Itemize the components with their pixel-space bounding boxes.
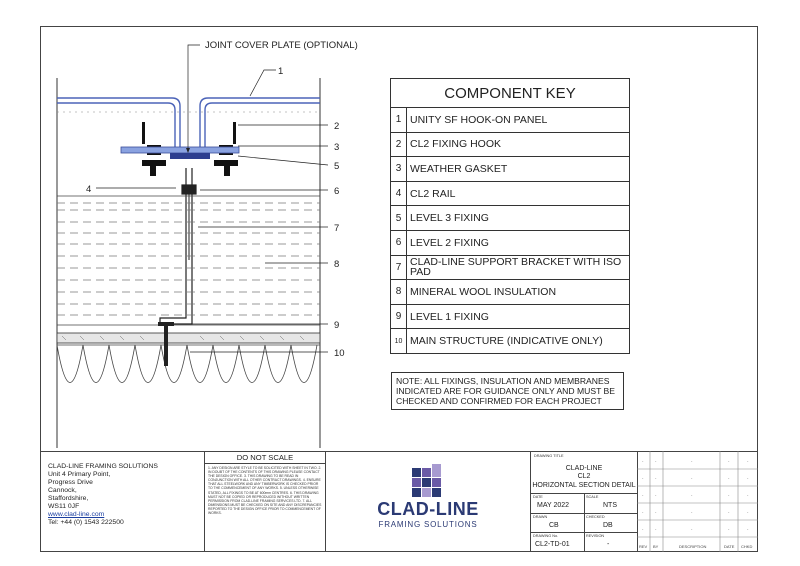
clad-line-logo: CLAD-LINE FRAMING SOLUTIONS [326, 452, 530, 551]
callout-6: 6 [334, 186, 339, 197]
title-line-1: CLAD-LINE [565, 465, 603, 472]
level-1-fixing [158, 322, 174, 366]
title-line-2: CL2 [577, 473, 591, 481]
company-block: CLAD-LINE FRAMING SOLUTIONS Unit 4 Prima… [48, 463, 158, 526]
hook-on-panel-right [199, 97, 320, 158]
callout-8: 8 [334, 259, 339, 270]
drawing-title-block: DRAWING TITLE CLAD-LINE CL2 HORIZONTAL S… [531, 451, 637, 552]
callout-3: 3 [334, 142, 339, 153]
checked-by-value: DB [603, 522, 613, 529]
revision-table [637, 451, 758, 552]
callout-4: 4 [86, 184, 91, 195]
do-not-scale-box: DO NOT SCALE 1. ANY DESIGN ARE STYLE TO … [205, 451, 325, 552]
callout-10: 10 [334, 348, 345, 359]
logo-brand: CLAD-LINE [377, 499, 479, 519]
title-block-top-rule [40, 451, 758, 452]
revision-table-text: REV BY DESCRIPTION DATE CHKD - - - - - -… [639, 458, 753, 549]
logo-mark-icon [412, 464, 441, 497]
company-name: CLAD-LINE FRAMING SOLUTIONS [48, 463, 158, 470]
callout-1: 1 [278, 66, 283, 77]
callout-9: 9 [334, 320, 339, 331]
revision-value: - [607, 541, 610, 548]
drawing-number-value: CL2-TD-01 [535, 541, 570, 548]
scale-value: NTS [603, 502, 617, 509]
support-bracket [159, 168, 197, 325]
joint-cover-plate [170, 153, 210, 159]
mineral-wool-insulation [57, 202, 320, 316]
guidance-note: NOTE: ALL FIXINGS, INSULATION AND MEMBRA… [391, 372, 624, 410]
do-not-scale-notes: 1. ANY DESIGN ARE STYLE TO BE SOLICITED … [208, 466, 322, 516]
main-structure-slab [56, 332, 321, 344]
drawn-by-value: CB [549, 522, 559, 529]
structure-insulation [56, 344, 320, 383]
cl2-rail [120, 146, 240, 154]
date-value: MAY 2022 [537, 502, 570, 509]
callout-5: 5 [334, 161, 339, 172]
callout-7: 7 [334, 223, 339, 234]
title-line-3: HORIZONTAL SECTION DETAIL [532, 481, 636, 489]
do-not-scale-title: DO NOT SCALE [205, 451, 325, 464]
callout-2: 2 [334, 121, 339, 132]
logo-tagline: FRAMING SOLUTIONS [378, 520, 478, 529]
drawing-border [40, 26, 758, 552]
joint-cover-label: JOINT COVER PLATE (OPTIONAL) [205, 40, 358, 51]
hook-on-panel-left [57, 97, 181, 158]
section-drawing: JOINT COVER PLATE (OPTIONAL) 1 2 3 5 4 6… [56, 40, 358, 448]
component-key-title: COMPONENT KEY [390, 78, 630, 108]
company-website-link[interactable]: www.clad-line.com [48, 511, 105, 518]
